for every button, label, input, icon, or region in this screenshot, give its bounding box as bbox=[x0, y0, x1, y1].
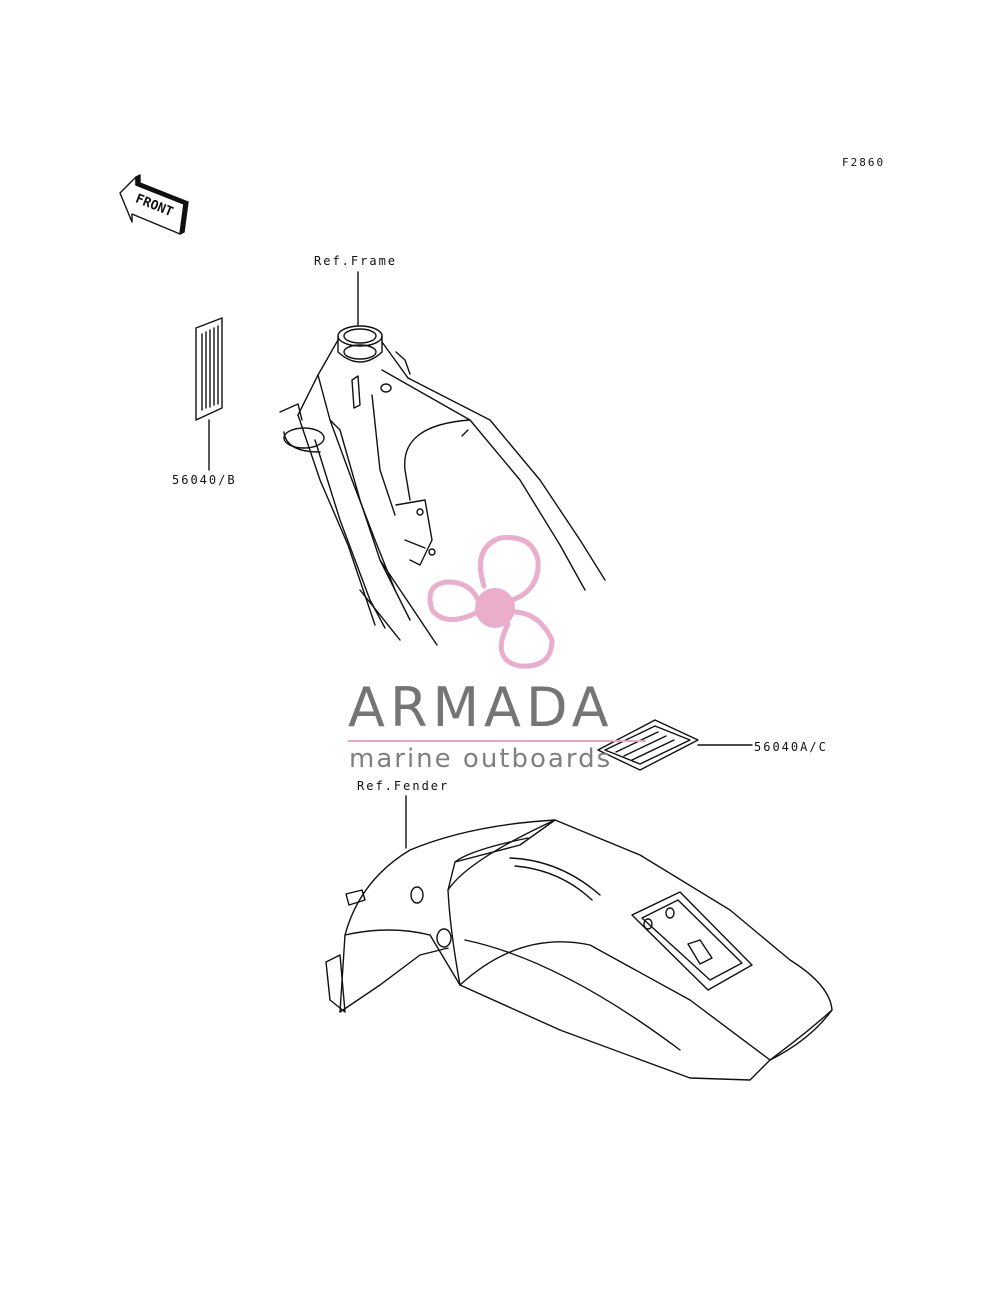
watermark-subtitle: marine outboards bbox=[349, 744, 613, 774]
figure-code: F2860 bbox=[842, 156, 886, 169]
ref-fender-label: Ref.Fender bbox=[357, 779, 450, 793]
watermark-title: ARMADA bbox=[348, 676, 614, 739]
label-56040-b bbox=[195, 317, 223, 471]
propeller-logo-icon bbox=[427, 534, 555, 669]
frame-drawing bbox=[279, 325, 606, 646]
part-number-56040-b: 56040/B bbox=[172, 473, 237, 487]
watermark-divider bbox=[348, 740, 646, 742]
fender-drawing bbox=[325, 819, 833, 1081]
label-56040-ac bbox=[597, 719, 753, 771]
part-number-56040-ac: 56040A/C bbox=[754, 740, 828, 754]
ref-frame-label: Ref.Frame bbox=[314, 254, 398, 268]
front-arrow-icon: FRONT bbox=[119, 174, 189, 235]
